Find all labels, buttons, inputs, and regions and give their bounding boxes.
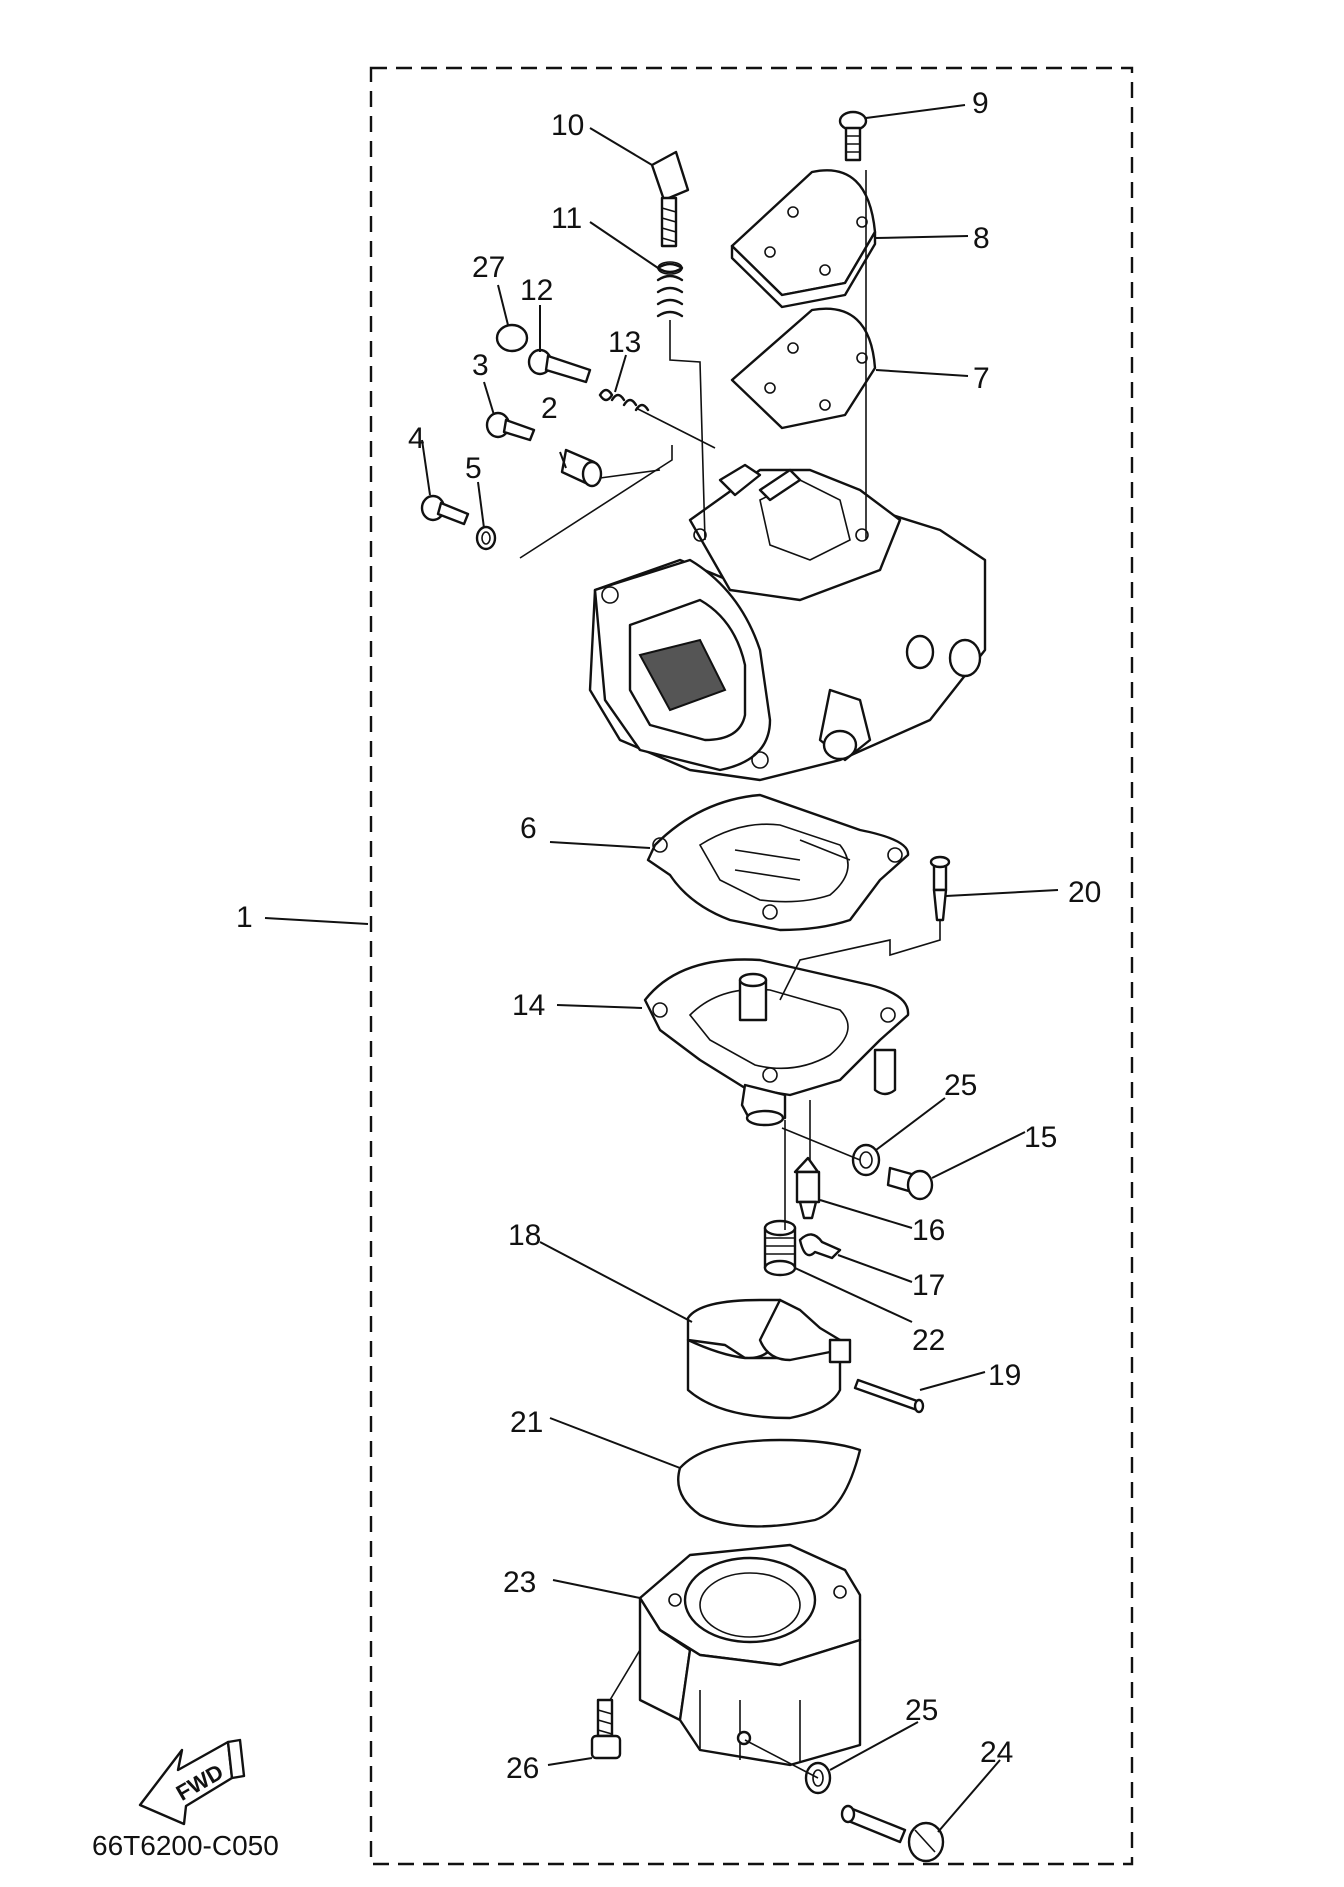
callout-2: 2 <box>541 392 558 425</box>
part-4-screw <box>420 494 470 526</box>
callout-8: 8 <box>973 222 990 255</box>
part-22-main-jet <box>763 1219 797 1277</box>
assembly-boundary-frame <box>369 66 1134 1866</box>
callout-leader-lines <box>264 104 1059 1833</box>
callout-10: 10 <box>551 109 584 142</box>
part-24-drain-screw <box>840 1804 945 1863</box>
callout-7: 7 <box>973 362 990 395</box>
callout-26: 26 <box>506 1752 539 1785</box>
callout-13: 13 <box>608 326 641 359</box>
callout-22: 22 <box>912 1324 945 1357</box>
callout-18: 18 <box>508 1219 541 1252</box>
callout-5: 5 <box>465 452 482 485</box>
part-3-screw <box>485 411 536 442</box>
part-14-float-chamber-top <box>643 958 910 1127</box>
part-25-o-ring-upper <box>851 1143 881 1177</box>
callout-27: 27 <box>472 251 505 284</box>
part-11-spring <box>656 261 684 318</box>
callout-25-upper: 25 <box>944 1069 977 1102</box>
part-21-float-chamber-gasket <box>677 1438 862 1528</box>
part-2-jet <box>560 448 603 488</box>
part-7-gasket <box>730 307 877 430</box>
part-17-clip <box>798 1233 842 1260</box>
part-16-needle <box>793 1156 821 1220</box>
part-15-drain-screw <box>886 1166 934 1201</box>
callout-numbers: 1 2 3 4 5 6 7 8 9 10 11 12 13 14 15 16 1… <box>236 87 1101 1785</box>
part-23-float-chamber <box>638 1543 862 1767</box>
callout-16: 16 <box>912 1214 945 1247</box>
part-8-cover-plate <box>730 169 877 309</box>
part-10-throttle-stop-screw <box>650 150 690 248</box>
callout-17: 17 <box>912 1269 945 1302</box>
part-18-float <box>686 1298 852 1420</box>
callout-20: 20 <box>1068 876 1101 909</box>
assembly-reference-lines <box>519 170 941 1779</box>
forward-direction-arrow: FWD <box>138 1738 246 1826</box>
carburetor-body <box>588 463 987 782</box>
part-9-screw <box>838 110 868 162</box>
callout-12: 12 <box>520 274 553 307</box>
part-12-pilot-screw <box>527 348 592 384</box>
callout-1: 1 <box>236 901 253 934</box>
callout-21: 21 <box>510 1406 543 1439</box>
part-5-o-ring <box>475 525 497 551</box>
callout-24: 24 <box>980 1736 1013 1769</box>
callout-4: 4 <box>408 422 425 455</box>
callout-14: 14 <box>512 989 545 1022</box>
part-6-gasket <box>646 793 910 932</box>
part-19-float-pin <box>853 1378 925 1414</box>
callout-3: 3 <box>472 349 489 382</box>
part-27-plug-cap <box>495 323 529 353</box>
callout-11: 11 <box>551 202 582 235</box>
part-13-spring <box>598 388 650 412</box>
diagram-reference-code: 66T6200-C050 <box>92 1830 279 1861</box>
callout-23: 23 <box>503 1566 536 1599</box>
callout-25-lower: 25 <box>905 1694 938 1727</box>
callout-19: 19 <box>988 1359 1021 1392</box>
part-26-screw <box>590 1698 622 1760</box>
callout-15: 15 <box>1024 1121 1057 1154</box>
part-20-needle-valve <box>929 855 951 922</box>
callout-9: 9 <box>972 87 989 120</box>
callout-6: 6 <box>520 812 537 845</box>
